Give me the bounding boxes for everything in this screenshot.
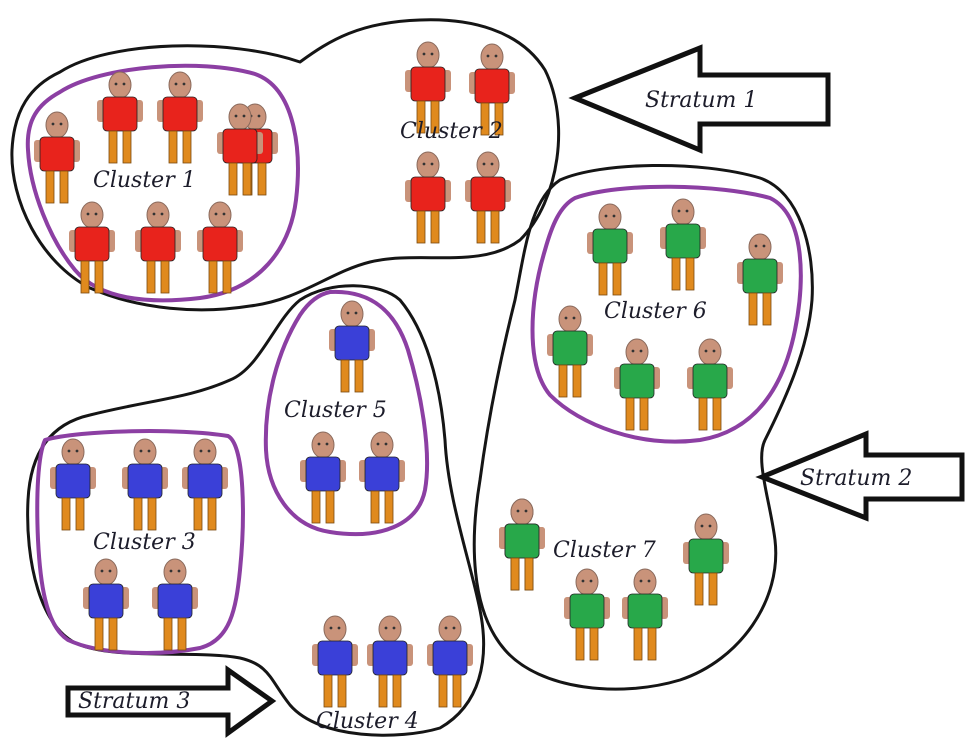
person-icon [737, 234, 783, 325]
person-icon [97, 72, 143, 163]
person-icon [157, 72, 203, 163]
person-icon [687, 339, 733, 430]
stratum-3-arrow: Stratum 3 [68, 670, 272, 733]
person-icon [367, 616, 413, 707]
person-icon [465, 152, 511, 243]
person-icon [405, 152, 451, 243]
cluster-6-label: Cluster 6 [604, 299, 707, 324]
person-icon [182, 439, 228, 530]
cluster-3-label: Cluster 3 [93, 530, 196, 555]
person-icon [300, 432, 346, 523]
stratum-2-arrow: Stratum 2 [762, 434, 962, 518]
person-icon [152, 559, 198, 650]
cluster-7-label: Cluster 7 [553, 538, 656, 563]
person-icon [660, 199, 706, 290]
person-icon [683, 514, 729, 605]
person-icon [197, 202, 243, 293]
person-icon [135, 202, 181, 293]
person-icon [50, 439, 96, 530]
person-icon [83, 559, 129, 650]
person-icon [312, 616, 358, 707]
person-icon [547, 306, 593, 397]
person-icon [622, 569, 668, 660]
stratum-1-arrow: Stratum 1 [575, 48, 828, 150]
person-icon [329, 301, 375, 392]
person-icon [359, 432, 405, 523]
cluster-4-label: Cluster 4 [316, 709, 419, 734]
person-icon [587, 204, 633, 295]
person-icon [614, 339, 660, 430]
cluster-5-label: Cluster 5 [284, 398, 387, 423]
cluster-2-label: Cluster 2 [400, 119, 503, 144]
stratum-1-label: Stratum 1 [645, 88, 757, 113]
stratum-2-label: Stratum 2 [800, 466, 912, 491]
person-icon [564, 569, 610, 660]
person-icon [427, 616, 473, 707]
person-icon [499, 499, 545, 590]
stratum-3-label: Stratum 3 [78, 689, 190, 714]
cluster-1-label: Cluster 1 [93, 168, 196, 193]
person-icon [34, 112, 80, 203]
person-icon [122, 439, 168, 530]
